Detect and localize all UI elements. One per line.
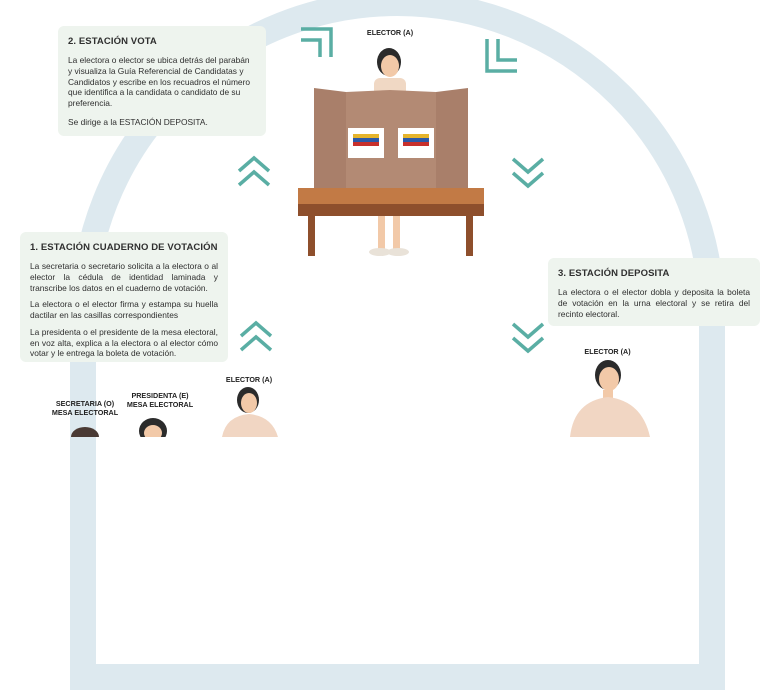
secretaria-illustration <box>70 426 100 437</box>
station-cuaderno-text-2: La electora o el elector firma y estampa… <box>30 299 218 320</box>
station-deposita-title: 3. ESTACIÓN DEPOSITA <box>558 268 670 279</box>
arrow-down-right-icon <box>510 155 546 191</box>
presidenta-illustration <box>133 417 173 437</box>
station-deposita-box: 3. ESTACIÓN DEPOSITA La electora o el el… <box>548 258 760 326</box>
arrow-top-right-icon <box>480 36 520 76</box>
station-vota-next: Se dirige a la ESTACIÓN DEPOSITA. <box>68 116 208 127</box>
station-vota-box: 2. ESTACIÓN VOTA La electora o elector s… <box>58 26 266 136</box>
station-vota-text: La electora o elector se ubica detrás de… <box>68 55 251 108</box>
arrow-up-left-lower-icon <box>238 320 274 356</box>
arrow-up-left-icon <box>236 155 272 191</box>
presidenta-label: PRESIDENTA (E) MESA ELECTORAL <box>126 391 194 409</box>
station-cuaderno-title: 1. ESTACIÓN CUADERNO DE VOTACIÓN <box>30 242 218 253</box>
station-deposita-text: La electora o el elector dobla y deposit… <box>558 287 750 319</box>
elector-bottom-label: ELECTOR (A) <box>225 375 273 384</box>
secretaria-label: SECRETARIA (O) MESA ELECTORAL <box>51 399 119 417</box>
voting-booth-illustration <box>290 38 490 268</box>
elector-bottom-illustration <box>218 384 282 437</box>
elector-top-label: ELECTOR (A) <box>366 28 414 37</box>
station-cuaderno-box: 1. ESTACIÓN CUADERNO DE VOTACIÓN La secr… <box>20 232 228 362</box>
station-cuaderno-text-3: La presidenta o el presidente de la mesa… <box>30 326 218 359</box>
station-cuaderno-text-1: La secretaria o secretario solicita a la… <box>30 261 218 293</box>
arrow-top-left-icon <box>298 24 338 60</box>
arrow-down-right-lower-icon <box>510 320 546 356</box>
station-vota-title: 2. ESTACIÓN VOTA <box>68 36 157 47</box>
elector-right-label: ELECTOR (A) <box>584 347 631 356</box>
elector-right-illustration <box>560 357 660 437</box>
